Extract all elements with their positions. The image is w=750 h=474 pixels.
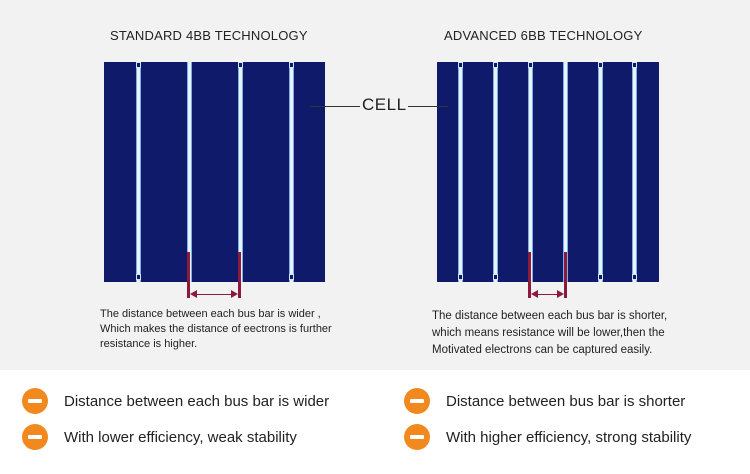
feature-text: With lower efficiency, weak stability xyxy=(64,428,297,446)
spacing-dimension-line xyxy=(537,294,558,295)
feature-item: With higher efficiency, strong stability xyxy=(404,424,691,450)
busbar xyxy=(459,62,462,282)
busbar-tab xyxy=(528,62,533,68)
feature-item: Distance between each bus bar is wider xyxy=(22,388,329,414)
busbar xyxy=(137,62,140,282)
feature-text: With higher efficiency, strong stability xyxy=(446,428,692,446)
spacing-marker xyxy=(528,252,531,298)
description-line: resistance is higher. xyxy=(100,338,198,350)
busbar-tab xyxy=(136,274,141,280)
advanced-6bb-title: ADVANCED 6BB TECHNOLOGY xyxy=(444,28,643,43)
busbar-tab xyxy=(289,62,294,68)
busbar xyxy=(494,62,497,282)
solar-cell-6bb xyxy=(437,62,659,282)
minus-icon xyxy=(22,388,48,414)
feature-item: With lower efficiency, weak stability xyxy=(22,424,297,450)
description-line: Which makes the distance of eectrons is … xyxy=(100,323,332,335)
busbar xyxy=(188,62,191,282)
busbar-tab xyxy=(289,274,294,280)
feature-item: Distance between bus bar is shorter xyxy=(404,388,685,414)
busbar-tab xyxy=(458,62,463,68)
spacing-marker xyxy=(187,252,190,298)
description-line: The distance between each bus bar is wid… xyxy=(100,308,321,320)
description-4bb: The distance between each bus bar is wid… xyxy=(100,307,380,352)
busbar xyxy=(599,62,602,282)
cell-leader-right xyxy=(408,106,448,107)
busbar xyxy=(529,62,532,282)
description-line: Motivated electrons can be captured easi… xyxy=(432,344,653,356)
spacing-dimension-line xyxy=(196,294,232,295)
standard-4bb-title: STANDARD 4BB TECHNOLOGY xyxy=(110,28,308,43)
busbar-tab xyxy=(632,274,637,280)
feature-text: Distance between bus bar is shorter xyxy=(446,392,686,410)
arrow-right-icon xyxy=(557,290,564,298)
busbar xyxy=(239,62,242,282)
spacing-marker xyxy=(238,252,241,298)
minus-icon xyxy=(22,424,48,450)
cell-leader-left xyxy=(310,106,360,107)
busbar-tab xyxy=(493,62,498,68)
busbar-tab xyxy=(632,62,637,68)
arrow-left-icon xyxy=(531,290,538,298)
spacing-marker xyxy=(564,252,567,298)
busbar xyxy=(290,62,293,282)
busbar-tab xyxy=(598,274,603,280)
minus-icon xyxy=(404,424,430,450)
description-6bb: The distance between each bus bar is sho… xyxy=(432,308,732,359)
cell-label: CELL xyxy=(362,95,407,114)
solar-cell-4bb xyxy=(104,62,325,282)
busbar-tab xyxy=(598,62,603,68)
feature-text: Distance between each bus bar is wider xyxy=(64,392,330,410)
busbar xyxy=(633,62,636,282)
description-line: which means resistance will be lower,the… xyxy=(432,327,665,339)
arrow-right-icon xyxy=(231,290,238,298)
description-line: The distance between each bus bar is sho… xyxy=(432,310,668,322)
arrow-left-icon xyxy=(190,290,197,298)
busbar-tab xyxy=(458,274,463,280)
minus-icon xyxy=(404,388,430,414)
busbar-tab xyxy=(136,62,141,68)
busbar xyxy=(564,62,567,282)
busbar-tab xyxy=(238,62,243,68)
busbar-tab xyxy=(493,274,498,280)
